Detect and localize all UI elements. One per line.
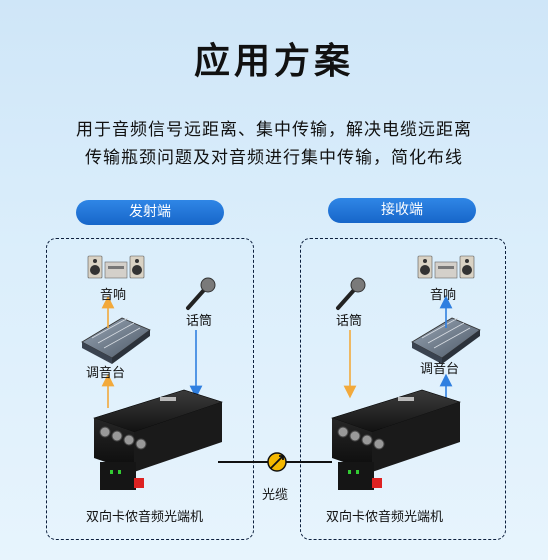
left-speaker-label: 音响 [100,288,127,303]
right-speaker-label: 音响 [430,288,457,303]
microphone-icon [336,277,366,310]
fiber-link-label: 光缆 [262,488,289,503]
fiber-node-icon [267,452,287,472]
left-mic-label: 话筒 [186,314,213,329]
receiver-header: 接收端 [328,198,476,223]
left-device-label: 双向卡侬音频光端机 [86,510,204,525]
right-device-label: 双向卡侬音频光端机 [326,510,444,525]
description-line-2: 传输瓶颈问题及对音频进行集中传输，简化布线 [85,148,463,168]
transmitter-panel [46,238,254,540]
transmitter-header: 发射端 [76,200,224,225]
speaker-icon [87,255,145,279]
speaker-icon [417,255,475,279]
page-title: 应用方案 [193,41,354,82]
right-mic-label: 话筒 [336,314,363,329]
receiver-panel [300,238,506,540]
mixer-icon [81,317,151,364]
microphone-icon [186,277,216,310]
description-line-1: 用于音频信号远距离、集中传输，解决电缆远距离 [76,120,472,140]
optical-transceiver-icon [331,389,461,490]
mixer-icon [411,317,481,364]
optical-transceiver-icon [93,389,223,490]
right-mixer-label: 调音台 [420,362,460,377]
left-mixer-label: 调音台 [86,366,126,381]
